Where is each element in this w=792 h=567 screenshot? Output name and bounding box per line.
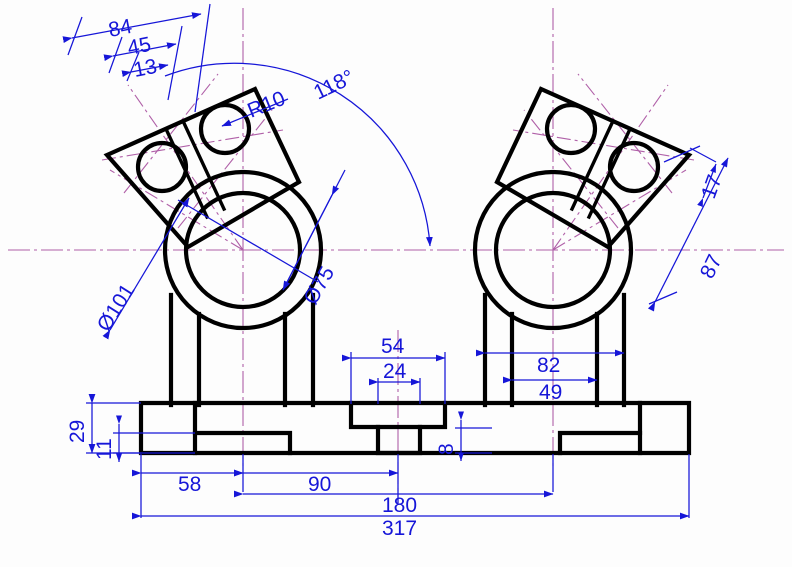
dim-101-helper [177, 199, 319, 283]
dim-45-ext-right [167, 25, 183, 101]
left-arm-hole-lower [135, 140, 189, 194]
dim-180-text: 180 [382, 494, 417, 517]
right-hole2-centerline [523, 109, 619, 229]
dim-13-text: 13 [132, 55, 159, 82]
dim-87-text: 87 [696, 251, 727, 282]
dim-84-ext-right [194, 3, 211, 113]
dim-group-right-legs: 82 49 [476, 349, 625, 404]
center-boss-lower [375, 424, 423, 456]
dim-101-line [102, 197, 190, 340]
base-plate-outline [138, 400, 692, 456]
dim-58-text: 58 [178, 473, 201, 496]
dim-29-text: 29 [66, 420, 89, 443]
right-arm-rib-2 [569, 118, 616, 212]
left-arm-hole-upper [198, 102, 252, 156]
dim-87-line [647, 157, 729, 312]
dim-84-text: 84 [107, 15, 135, 42]
left-bearing-bracket [103, 86, 324, 408]
dim-87-ext [648, 291, 678, 305]
dim-118-arc [164, 62, 433, 247]
dim-group-bottom: 58 90 180 317 [132, 454, 690, 540]
right-bearing-outer-circle [472, 169, 634, 331]
dim-90-text: 90 [308, 473, 331, 496]
dim-317-text: 317 [382, 517, 417, 540]
dim-24-text: 24 [383, 360, 407, 383]
dim-group-center-boss: 54 24 [342, 335, 446, 404]
dim-118-text: 118° [310, 65, 358, 104]
dim-75-text: Ø75 [299, 263, 339, 309]
right-arm-body [494, 86, 693, 250]
base-plate-right-step [557, 400, 643, 456]
right-arm-hole-upper [544, 102, 598, 156]
center-boss-upper [348, 400, 448, 430]
dim-82-text: 82 [537, 354, 560, 377]
dim-45-line [103, 42, 177, 62]
left-arm-rib-2 [180, 118, 227, 212]
dim-45-text: 45 [126, 33, 153, 60]
dim-75-inner [282, 185, 340, 291]
centerlines-group [8, 8, 784, 505]
dim-49-text: 49 [539, 381, 562, 404]
dim-101-text: Ø101 [93, 280, 140, 336]
center-boss [348, 400, 448, 456]
dim-r10-leader [221, 98, 289, 127]
dim-11-text: 11 [93, 438, 116, 460]
dim-13-line [121, 63, 169, 78]
dim-group-right-tilted: 17 87 [647, 145, 729, 312]
right-bearing-inner-circle [493, 190, 613, 310]
dim-17-text: 17 [697, 172, 727, 202]
base-plate [138, 400, 692, 456]
dim-group-heights: 29 11 8 [66, 394, 492, 462]
dim-8-text: 8 [435, 443, 458, 455]
right-bearing-bracket [472, 86, 693, 408]
dim-group-top-left: 84 45 13 [62, 3, 211, 113]
left-hole-row-centerline [101, 129, 284, 161]
base-plate-left-step [192, 400, 293, 456]
right-hole-row-centerline [512, 129, 695, 161]
dim-54-text: 54 [381, 335, 405, 358]
left-hole2-centerline [177, 109, 273, 229]
dim-84-line [62, 12, 202, 43]
